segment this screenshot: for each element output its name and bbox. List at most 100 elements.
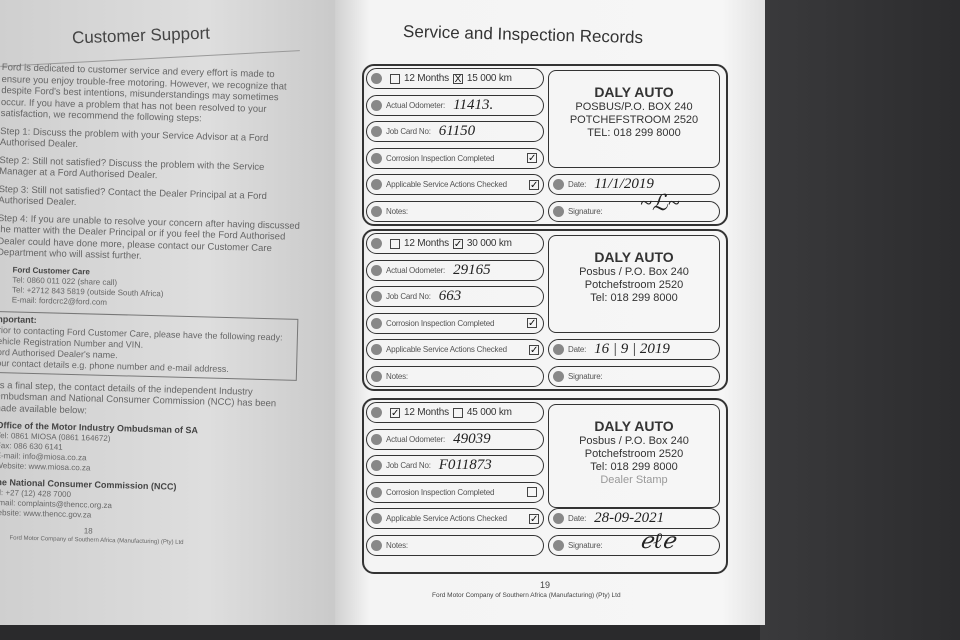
actions-label: Applicable Service Actions Checked xyxy=(386,514,507,523)
months-checkbox[interactable] xyxy=(390,238,400,249)
important-box: Important: Prior to contacting Ford Cust… xyxy=(0,310,299,381)
intro-text: Ford is dedicated to customer service an… xyxy=(0,62,287,125)
step-2: Step 2: Still not satisfied? Discuss the… xyxy=(0,154,265,182)
months-label: 12 Months xyxy=(404,73,449,84)
km-label: 15 000 km xyxy=(466,73,512,84)
odometer-label: Actual Odometer: xyxy=(386,100,446,110)
corrosion-checkbox[interactable]: ✓ xyxy=(527,153,537,164)
notes-label: Notes: xyxy=(386,371,408,381)
signature-label: Signature: xyxy=(568,540,603,550)
date-field[interactable]: Date:16 | 9 | 2019 xyxy=(548,339,720,360)
handwritten-signature: ~ℒ~ xyxy=(640,190,680,215)
months-label: 12 Months xyxy=(404,407,449,418)
odometer-field[interactable]: Actual Odometer: 29165 xyxy=(366,259,544,281)
stamp-dealer-name: DALY AUTO xyxy=(594,418,674,434)
service-record xyxy=(362,64,728,226)
actions-checkbox[interactable]: ✓ xyxy=(529,344,539,356)
corrosion-checkbox[interactable] xyxy=(527,487,537,497)
date-value: 28-09-2021 xyxy=(594,510,665,526)
care-email: E-mail: fordcrc2@ford.com xyxy=(11,294,108,307)
date-label: Date: xyxy=(568,514,587,523)
months-label: 12 Months xyxy=(404,238,449,249)
stamp-dealer-name: DALY AUTO xyxy=(594,249,674,265)
notes-field[interactable]: Notes: xyxy=(366,365,544,387)
page-title: Customer Support xyxy=(71,23,211,48)
important-line: Your contact details e.g. phone number a… xyxy=(0,357,230,374)
job-card-label: Job Card No: xyxy=(386,292,431,301)
miosa-website: Website: www.miosa.co.za xyxy=(0,461,91,473)
corrosion-row: Corrosion Inspection Completed ✓ xyxy=(366,147,544,169)
handwritten-signature: ℯℓℯ xyxy=(640,528,676,553)
corrosion-label: Corrosion Inspection Completed xyxy=(386,153,495,163)
odometer-label: Actual Odometer: xyxy=(386,265,446,275)
page-number: 19 xyxy=(540,580,551,590)
left-page: Customer Support Ford is dedicated to cu… xyxy=(0,0,345,625)
step-1: Step 1: Discuss the problem with your Se… xyxy=(0,125,269,151)
signature-label: Signature: xyxy=(568,206,603,216)
corrosion-row: Corrosion Inspection Completed ✓ xyxy=(366,312,544,334)
actions-checkbox[interactable]: ✓ xyxy=(529,513,539,525)
date-label: Date: xyxy=(568,180,587,189)
corrosion-row: Corrosion Inspection Completed xyxy=(366,481,544,503)
ncc-tel: Tel: +27 (12) 428 7000 xyxy=(0,487,72,500)
actions-row: Applicable Service Actions Checked✓ xyxy=(366,174,544,195)
ncc-block: The National Consumer Commission (NCC) T… xyxy=(0,477,294,526)
job-card-field[interactable]: Job Card No: 663 xyxy=(366,286,544,307)
actions-row: Applicable Service Actions Checked ✓ xyxy=(366,508,544,529)
stamp-city: Potchefstroom 2520 xyxy=(584,279,684,291)
job-card-field[interactable]: Job Card No:F011873 xyxy=(366,455,544,476)
corrosion-label: Corrosion Inspection Completed xyxy=(386,318,495,328)
months-checkbox[interactable]: ✓ xyxy=(390,407,400,419)
stamp-address: Posbus / P.O. Box 240 xyxy=(579,266,689,278)
stamp-caption: Dealer Stamp xyxy=(600,474,668,486)
corrosion-checkbox[interactable]: ✓ xyxy=(527,318,537,329)
km-checkbox[interactable]: X xyxy=(452,73,463,85)
dealer-stamp: DALY AUTO Posbus / P.O. Box 240 Potchefs… xyxy=(548,235,720,333)
actions-label: Applicable Service Actions Checked xyxy=(386,345,507,354)
km-checkbox[interactable]: ✓ xyxy=(452,238,463,250)
odometer-field[interactable]: Actual Odometer: 11413. xyxy=(366,94,544,116)
step-3: Step 3: Still not satisfied? Contact the… xyxy=(0,183,267,209)
odometer-value: 29165 xyxy=(453,261,491,278)
actions-checkbox[interactable]: ✓ xyxy=(529,179,539,191)
notes-field[interactable]: Notes: xyxy=(366,534,544,556)
odometer-field[interactable]: Actual Odometer:49039 xyxy=(366,428,544,450)
stamp-address: POSBUS/P.O. BOX 240 xyxy=(575,101,693,113)
notes-field[interactable]: Notes: xyxy=(366,200,544,222)
date-field[interactable]: Date: 11/1/2019 xyxy=(548,174,720,195)
stamp-tel: Tel: 018 299 8000 xyxy=(590,461,678,473)
months-checkbox[interactable] xyxy=(390,73,400,84)
interval-row: 12 Months✓30 000 km xyxy=(366,233,544,254)
job-card-label: Job Card No: xyxy=(386,127,431,136)
stamp-dealer-name: DALY AUTO xyxy=(594,84,674,100)
stamp-address: Posbus / P.O. Box 240 xyxy=(579,435,689,447)
signature-field[interactable]: Signature: xyxy=(548,534,720,556)
stamp-city: POTCHEFSTROOM 2520 xyxy=(569,114,699,126)
job-card-value: 663 xyxy=(438,288,462,304)
stamp-tel: TEL: 018 299 8000 xyxy=(587,127,681,139)
km-label: 45 000 km xyxy=(466,407,512,418)
date-field[interactable]: Date: 28-09-2021 xyxy=(548,508,720,529)
stamp-tel: Tel: 018 299 8000 xyxy=(590,292,678,304)
date-value: 11/1/2019 xyxy=(594,176,654,192)
km-checkbox[interactable] xyxy=(452,407,463,418)
odometer-value: 49039 xyxy=(453,430,491,447)
signature-label: Signature: xyxy=(568,371,603,381)
km-label: 30 000 km xyxy=(466,238,512,249)
ombudsman-intro: As a final step, the contact details of … xyxy=(0,379,277,416)
miosa-fax: Fax: 086 630 6141 xyxy=(0,441,63,452)
step-4: Step 4: If you are unable to resolve you… xyxy=(0,212,301,262)
dealer-stamp: DALY AUTO POSBUS/P.O. BOX 240 POTCHEFSTR… xyxy=(548,70,720,168)
ncc-website: Website: www.thencc.gov.za xyxy=(0,507,92,520)
notes-label: Notes: xyxy=(386,540,408,550)
customer-care-block: Ford Customer Care Tel: 0860 011 022 (sh… xyxy=(0,264,300,312)
odometer-value: 11413. xyxy=(453,96,494,113)
miosa-block: Office of the Motor Industry Ombudsman o… xyxy=(0,420,296,479)
dealer-stamp: DALY AUTO Posbus / P.O. Box 240 Potchefs… xyxy=(548,404,720,508)
signature-field[interactable]: Signature: xyxy=(548,200,720,222)
job-card-field[interactable]: Job Card No:61150 xyxy=(366,121,544,142)
signature-field[interactable]: Signature: xyxy=(548,365,720,387)
actions-row: Applicable Service Actions Checked ✓ xyxy=(366,339,544,360)
corrosion-label: Corrosion Inspection Completed xyxy=(386,487,495,497)
